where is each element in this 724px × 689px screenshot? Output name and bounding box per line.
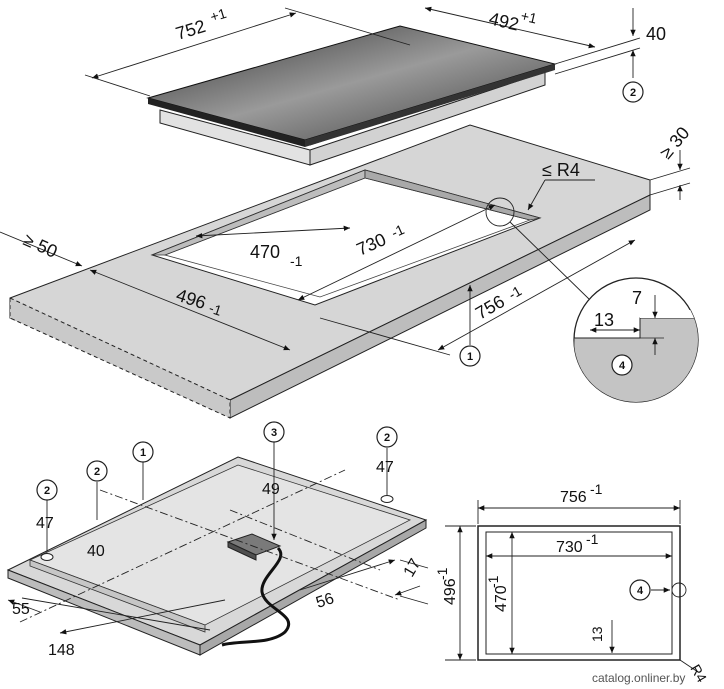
body-height: 40 [87, 543, 105, 560]
offset-55: 55 [12, 601, 30, 618]
offset-17: 17 [401, 556, 425, 580]
svg-text:4: 4 [619, 360, 626, 372]
step-width-label: 13 [594, 310, 614, 330]
callout-connection-box: 3 [263, 421, 285, 443]
plan-callout: 4 [629, 579, 651, 601]
hob-width-tolerance: +1 [519, 7, 538, 26]
offset-56: 56 [314, 590, 336, 612]
worktop-thickness-label: ≥ 30 [656, 123, 694, 163]
outer-width-tolerance: -1 [207, 300, 224, 319]
inner-width-label: 470 [250, 242, 280, 262]
plan-outer-height-tol: -1 [434, 567, 450, 580]
detail-connector [485, 197, 591, 301]
plan-radius: R4 [687, 662, 710, 686]
hob-width-label: 492 [487, 8, 521, 34]
callout-detail: 4 [611, 354, 633, 376]
callout-cutout-bottom: 1 [132, 441, 154, 463]
svg-text:1: 1 [140, 447, 146, 459]
callout-foot-left: 2 [36, 479, 58, 501]
svg-text:2: 2 [94, 466, 100, 478]
hob-length-label: 752 [173, 16, 208, 44]
hob-underside: 2 2 1 3 2 47 40 49 47 55 148 56 17 [6, 421, 429, 659]
plan-outer-width-tol: -1 [590, 481, 603, 497]
plan-step: 13 [589, 626, 605, 642]
corner-radius-label: ≤ R4 [542, 160, 580, 180]
callout-height: 2 [622, 81, 644, 103]
svg-text:2: 2 [44, 485, 50, 497]
connection-height: 49 [262, 481, 280, 498]
top-assembly: 752 +1 492 +1 40 ≥ 30 ≤ R4 ≥ 50 470 -1 7… [0, 5, 694, 419]
edge-clearance-label: ≥ 50 [20, 229, 60, 261]
svg-text:4: 4 [637, 585, 644, 597]
plan-view: 756 -1 730 -1 496 -1 470 -1 13 4 R4 [434, 481, 710, 685]
foot-right-height: 47 [376, 459, 394, 476]
foot-left-height: 47 [36, 515, 54, 532]
plan-outer-height: 496 [442, 578, 459, 605]
hob-height-label: 40 [646, 24, 666, 44]
svg-text:1: 1 [467, 351, 473, 363]
callout-cutout: 1 [459, 345, 481, 367]
inner-width-tolerance: -1 [290, 253, 303, 269]
watermark: catalog.onliner.by [592, 671, 685, 685]
rebate-detail: 13 7 4 [573, 277, 699, 403]
plan-inner-width: 730 [556, 539, 583, 556]
step-depth-label: 7 [632, 288, 642, 308]
svg-text:2: 2 [384, 432, 390, 444]
outer-length-tolerance: -1 [506, 282, 525, 302]
offset-148: 148 [48, 642, 75, 659]
plan-inner-height: 470 [493, 585, 510, 612]
callout-foot-right: 2 [376, 426, 398, 448]
callout-height-40: 2 [86, 460, 108, 482]
hob-unit [146, 25, 557, 166]
plan-inner-width-tol: -1 [586, 531, 599, 547]
hob-length-tolerance: +1 [208, 5, 228, 25]
svg-text:2: 2 [630, 87, 636, 99]
svg-text:3: 3 [271, 427, 277, 439]
plan-inner-height-tol: -1 [485, 575, 501, 588]
dimension-lines-top [0, 6, 691, 356]
plan-outer-width: 756 [560, 489, 587, 506]
